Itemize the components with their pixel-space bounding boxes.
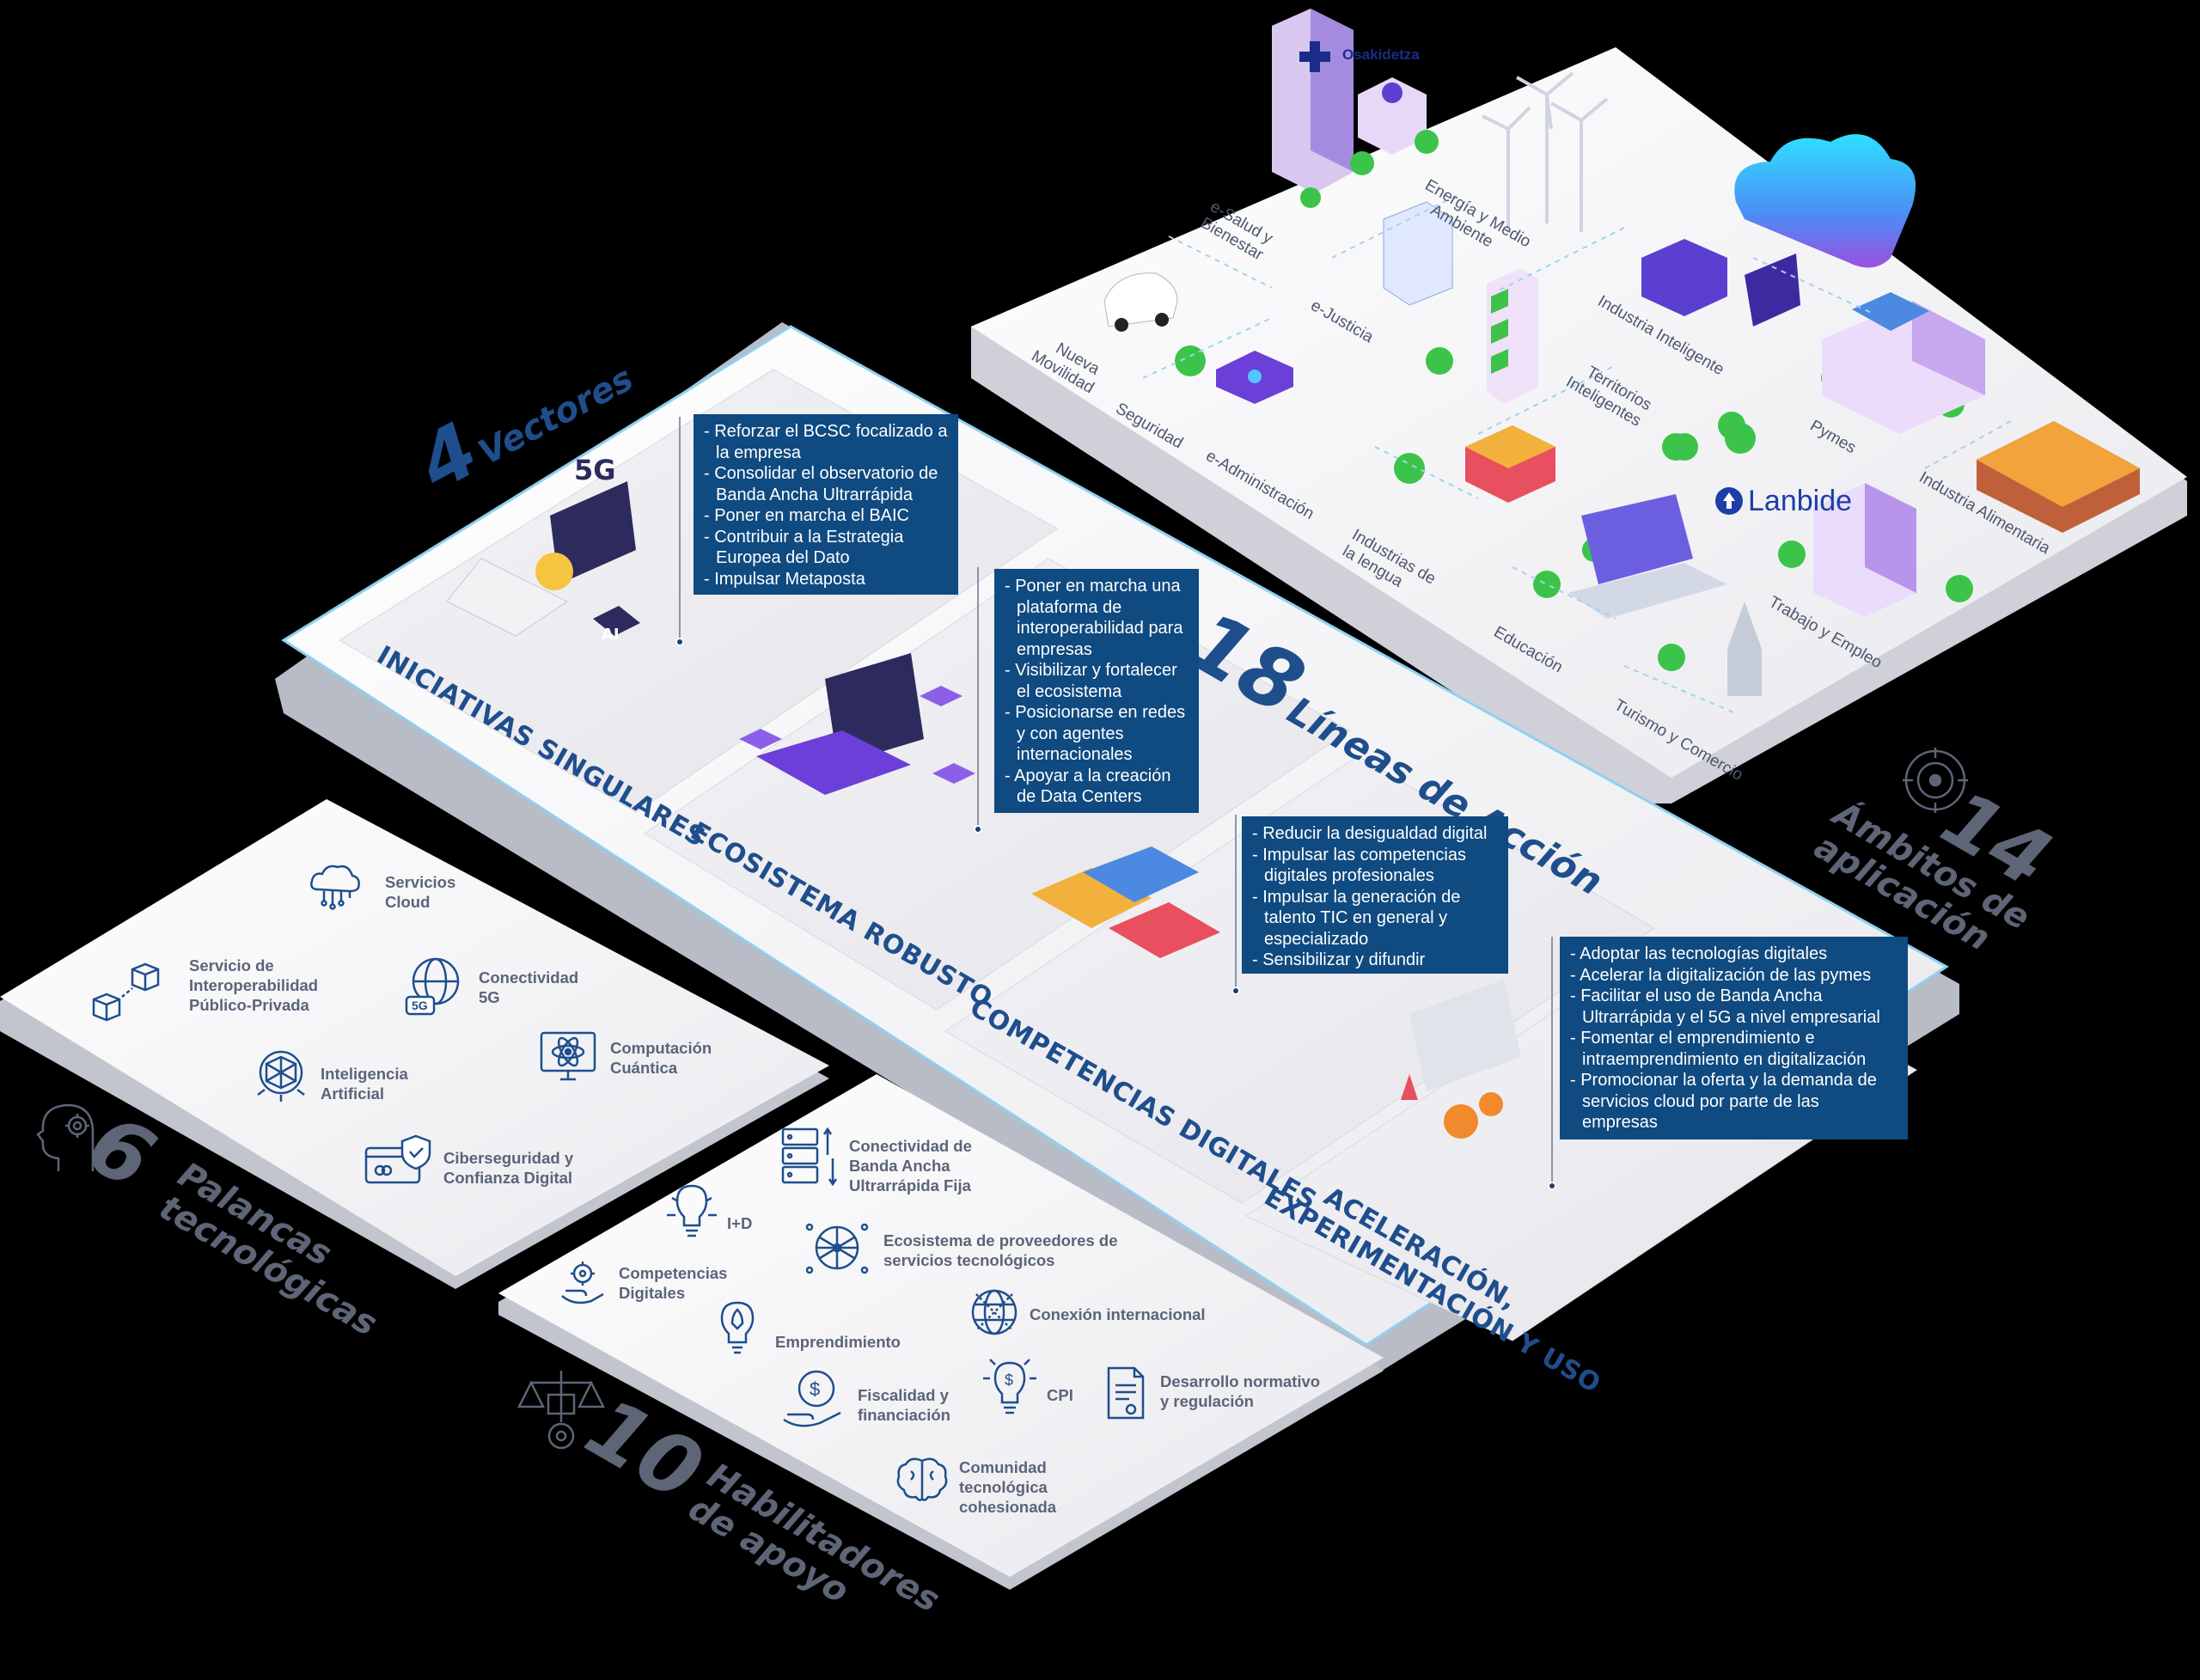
infobox-ecosistema: Poner en marcha una plataforma de intero… (994, 569, 1199, 813)
fiveg-sign: 5G (574, 454, 616, 486)
svg-text:$: $ (810, 1378, 820, 1400)
pin-iniciativas (675, 417, 684, 646)
network-globe-icon (804, 1219, 870, 1279)
document-icon (1103, 1365, 1148, 1421)
scales-gear-icon (514, 1362, 608, 1457)
wind-turbine-icon (1482, 71, 1609, 232)
shield-card-icon (363, 1133, 435, 1189)
pymes-building-icon (1822, 292, 1985, 434)
shield-gear-icon (1216, 351, 1293, 404)
habilitador-emprendimiento: Emprendimiento (775, 1333, 901, 1351)
line-item: Reducir la desigualdad digital (1252, 823, 1498, 845)
bulb-idea-icon: $ (980, 1353, 1040, 1420)
ai-chip-label: AI (602, 626, 620, 644)
line-item: Promocionar la oferta y la demanda de se… (1570, 1070, 1898, 1133)
fiveg-chip-text: 5G (412, 999, 428, 1012)
target-icon (1901, 746, 1970, 815)
rocket-bulb-icon (712, 1298, 763, 1361)
globe-grid-icon (968, 1286, 1021, 1339)
market-stall-icon (1977, 421, 2140, 533)
acceleration-illustration (1401, 980, 1521, 1139)
line-item: Adoptar las tecnologías digitales (1570, 944, 1898, 965)
pin-ecosistema (974, 567, 982, 834)
palancas-platform (0, 799, 829, 1289)
brain-network-icon (249, 1047, 313, 1107)
line-item: Posicionarse en redes y con agentes inte… (1005, 702, 1189, 766)
line-item: Visibilizar y fortalecer el ecosistema (1005, 660, 1189, 702)
line-item: Contribuir a la Estrategia Europea del D… (704, 527, 948, 569)
lanbide-logo (1715, 487, 1743, 515)
globe-5g-icon: 5G (398, 952, 470, 1019)
line-item: Impulsar la generación de talento TIC en… (1252, 887, 1498, 950)
pin-aceleracion (1548, 937, 1556, 1190)
line-item: Consolidar el observatorio de Banda Anch… (704, 463, 948, 505)
green-tower-icon (1487, 268, 1538, 404)
ecosystem-illustration (739, 653, 975, 795)
line-item: Apoyar a la creación de Data Centers (1005, 766, 1189, 808)
line-item: Poner en marcha una plataforma de intero… (1005, 576, 1189, 660)
coin-hand-icon: $ (780, 1366, 847, 1430)
laptop-icon (1568, 494, 1727, 619)
line-item: Sensibilizar y difundir (1252, 950, 1498, 971)
infobox-iniciativas: Reforzar el BCSC focalizado a la empresa… (694, 414, 958, 595)
statue-icon (1727, 602, 1762, 696)
cubes-icon (89, 961, 167, 1029)
line-item: Facilitar el uso de Banda Ancha Ultrarrá… (1570, 986, 1898, 1028)
line-item: Fomentar el emprendimiento e intraempren… (1570, 1028, 1898, 1070)
innovation-illustration (446, 481, 640, 637)
head-gears-icon (33, 1098, 110, 1176)
osakidetza-label: Osakidetza (1342, 46, 1420, 63)
line-item: Poner en marcha el BAIC (704, 505, 948, 527)
infobox-competencias: Reducir la desigualdad digital Impulsar … (1242, 816, 1508, 974)
books-icon (1465, 425, 1555, 503)
digital-skills-illustration (1031, 846, 1220, 958)
habilitador-id: I+D (727, 1214, 753, 1232)
justice-screen-icon (1383, 201, 1453, 306)
habilitador-conexion-internacional: Conexión internacional (1030, 1305, 1206, 1323)
lanbide-label: Lanbide (1748, 485, 1853, 517)
line-item: Impulsar Metaposta (704, 569, 948, 590)
infobox-aceleracion: Adoptar las tecnologías digitales Aceler… (1560, 937, 1908, 1139)
car-icon (1103, 272, 1178, 332)
lightbulb-icon (662, 1181, 722, 1246)
svg-text:$: $ (1005, 1371, 1013, 1389)
osakidetza-logo (1299, 41, 1330, 72)
cloud-icon (305, 855, 365, 915)
cloud-icon (1734, 134, 1916, 268)
line-item: Impulsar las competencias digitales prof… (1252, 845, 1498, 887)
atom-monitor-icon (538, 1029, 598, 1088)
habilitador-cpi: CPI (1047, 1386, 1073, 1404)
server-icon (779, 1124, 840, 1193)
factory-icon (1641, 239, 1800, 327)
pin-competencias (1231, 815, 1240, 995)
hand-gear-icon (557, 1256, 608, 1310)
line-item: Acelerar la digitalización de las pymes (1570, 965, 1898, 987)
hospital-building-icon (1272, 9, 1427, 193)
brain-icon (894, 1454, 950, 1504)
ambitos-dividers (1142, 192, 2012, 714)
lanbide-building-icon (1813, 483, 1916, 617)
habilitadores-platform (498, 1074, 1384, 1590)
line-item: Reforzar el BCSC focalizado a la empresa (704, 421, 948, 463)
